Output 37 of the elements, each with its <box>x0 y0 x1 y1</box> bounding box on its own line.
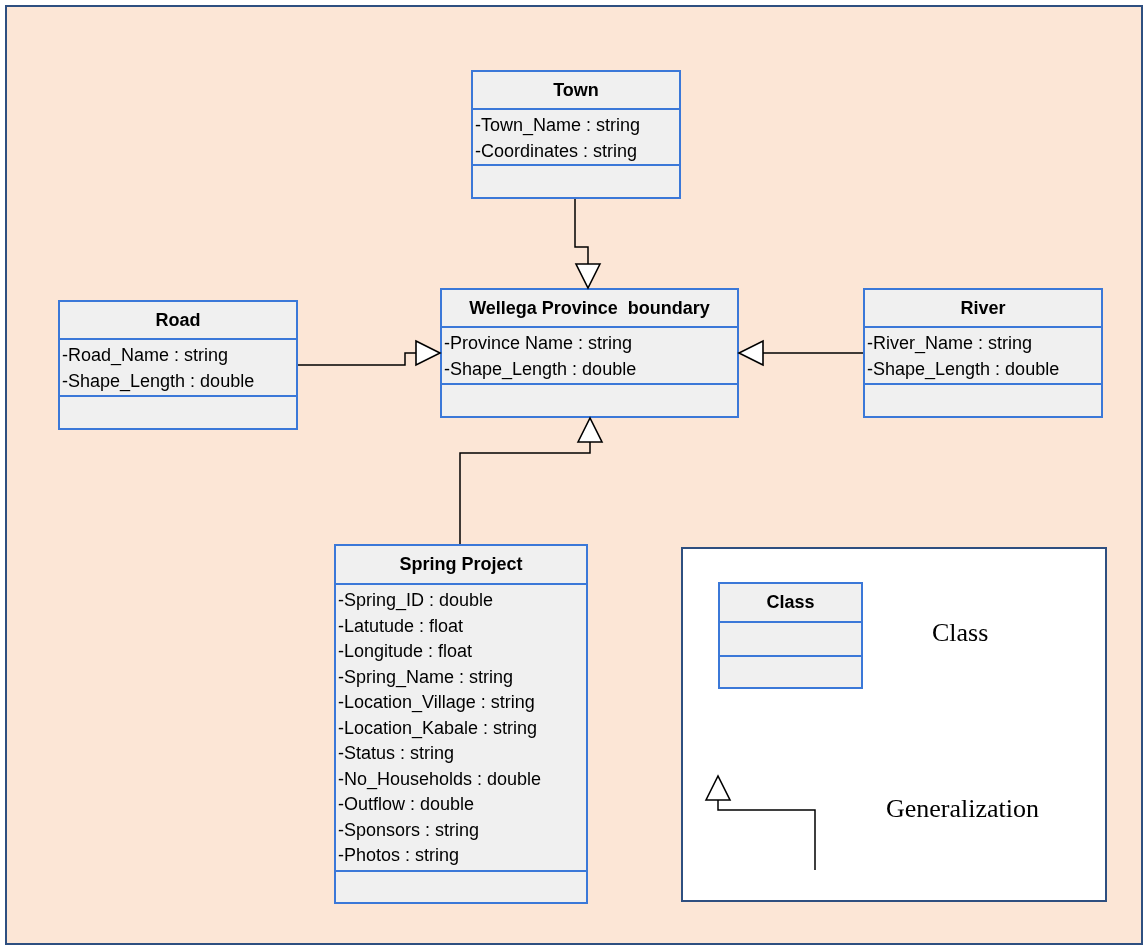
class-box <box>440 288 739 418</box>
class-name: Town <box>553 79 599 101</box>
legend-text: Class <box>932 618 989 648</box>
class-name: Road <box>155 309 201 331</box>
attribute-text: -Road_Name : string <box>62 344 230 368</box>
class-box <box>471 70 681 199</box>
attribute-text: -Sponsors : string <box>338 818 481 842</box>
legend-text: Generalization <box>886 794 1040 824</box>
class-box <box>718 582 863 689</box>
class-box <box>863 288 1103 418</box>
attribute-text: -Coordinates : string <box>475 139 639 163</box>
attribute-text: -Province Name : string <box>444 332 634 355</box>
attribute-text: -Spring_Name : string <box>338 665 515 690</box>
attribute-text: -Shape_Length : double <box>444 357 638 382</box>
class-name: Class <box>766 592 815 613</box>
attribute-text: -Latutude : float <box>338 614 465 638</box>
class-name: River <box>960 297 1006 319</box>
attribute-text: -River_Name : string <box>867 332 1034 356</box>
class-name: Spring Project <box>399 554 523 575</box>
attribute-text: -Longitude : float <box>338 640 474 663</box>
attribute-text: -Shape_Length : double <box>62 369 256 394</box>
generalization-arrow <box>574 198 601 289</box>
attribute-text: -Location_Kabale : string <box>338 716 539 741</box>
attribute-text: -Status : string <box>338 742 456 765</box>
generalization-arrow <box>297 340 441 366</box>
attribute-text: -No_Households : double <box>338 767 543 792</box>
class-name: Wellega Province boundary <box>469 297 710 319</box>
attribute-text: -Photos : string <box>338 844 461 867</box>
generalization-arrow <box>459 417 603 545</box>
generalization-arrow <box>738 340 864 366</box>
attribute-text: -Location_Village : string <box>338 691 536 715</box>
class-box <box>334 544 588 904</box>
attribute-text: -Town_Name : string <box>475 114 642 138</box>
class-box <box>58 300 298 430</box>
attribute-text: -Outflow : double <box>338 793 476 816</box>
attribute-text: -Shape_Length : double <box>867 357 1061 382</box>
attribute-text: -Spring_ID : double <box>338 589 495 613</box>
